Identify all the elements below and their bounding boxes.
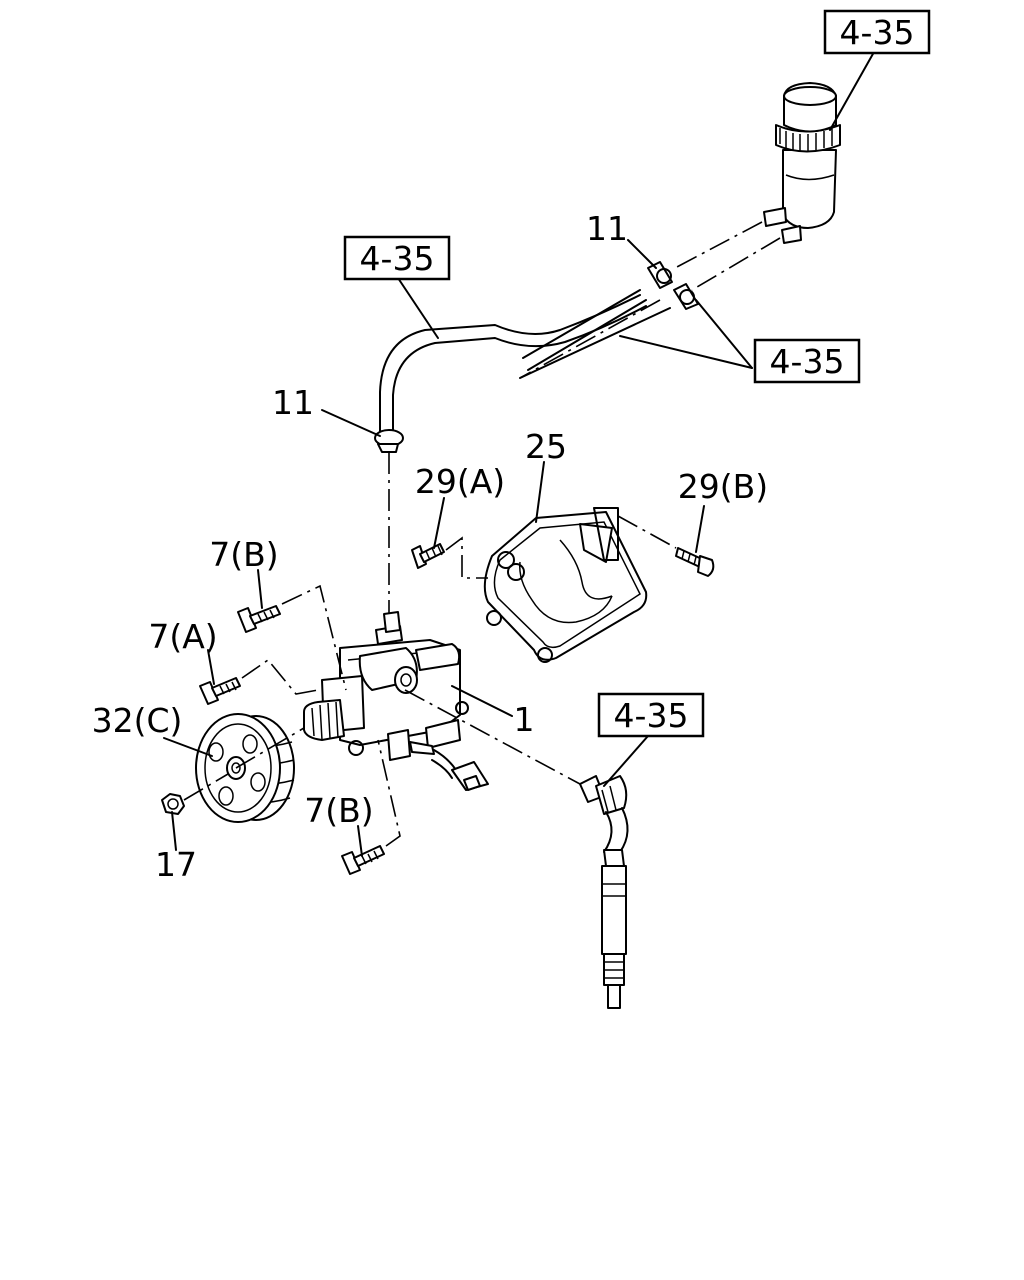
ref-label-suction-hose: 4-35 (770, 342, 845, 381)
callout-17: 17 (155, 845, 197, 884)
callout-11-left: 11 (272, 383, 314, 422)
callout-7b-bottom: 7(B) (304, 791, 373, 830)
ref-box-pressure-hose[interactable]: 4-35 (597, 692, 705, 738)
leader-lines (163, 51, 875, 857)
callout-32c: 32(C) (92, 701, 183, 740)
return-hose (519, 221, 781, 379)
ref-box-suction-hose[interactable]: 4-35 (753, 338, 861, 384)
callout-7b-top: 7(B) (209, 535, 278, 574)
bolt-7a (199, 658, 319, 705)
ref-label-reservoir: 4-35 (840, 13, 915, 52)
ref-box-return-hose[interactable]: 4-35 (343, 235, 451, 281)
ref-box-reservoir[interactable]: 4-35 (823, 9, 931, 55)
callout-29b: 29(B) (678, 467, 768, 506)
reservoir-tank (763, 82, 841, 244)
pressure-hose (579, 775, 629, 1009)
pulley (195, 713, 305, 823)
callout-29a: 29(A) (415, 462, 505, 501)
bolt-7b-top (237, 584, 347, 691)
pump-bracket (483, 507, 648, 663)
bolt-7b-bottom (341, 739, 401, 875)
power-steering-pump (303, 611, 489, 791)
callout-1: 1 (514, 700, 535, 739)
bolt-29b (617, 515, 715, 577)
ref-label-return-hose: 4-35 (360, 239, 435, 278)
callout-7a: 7(A) (148, 617, 217, 656)
hose-clamp-left (374, 429, 404, 453)
callout-25: 25 (525, 427, 567, 466)
suction-hose (379, 294, 647, 437)
nut-17 (161, 773, 229, 815)
callout-11-top: 11 (586, 209, 628, 248)
ref-label-pressure-hose: 4-35 (614, 696, 689, 735)
bolt-29a (411, 536, 488, 579)
